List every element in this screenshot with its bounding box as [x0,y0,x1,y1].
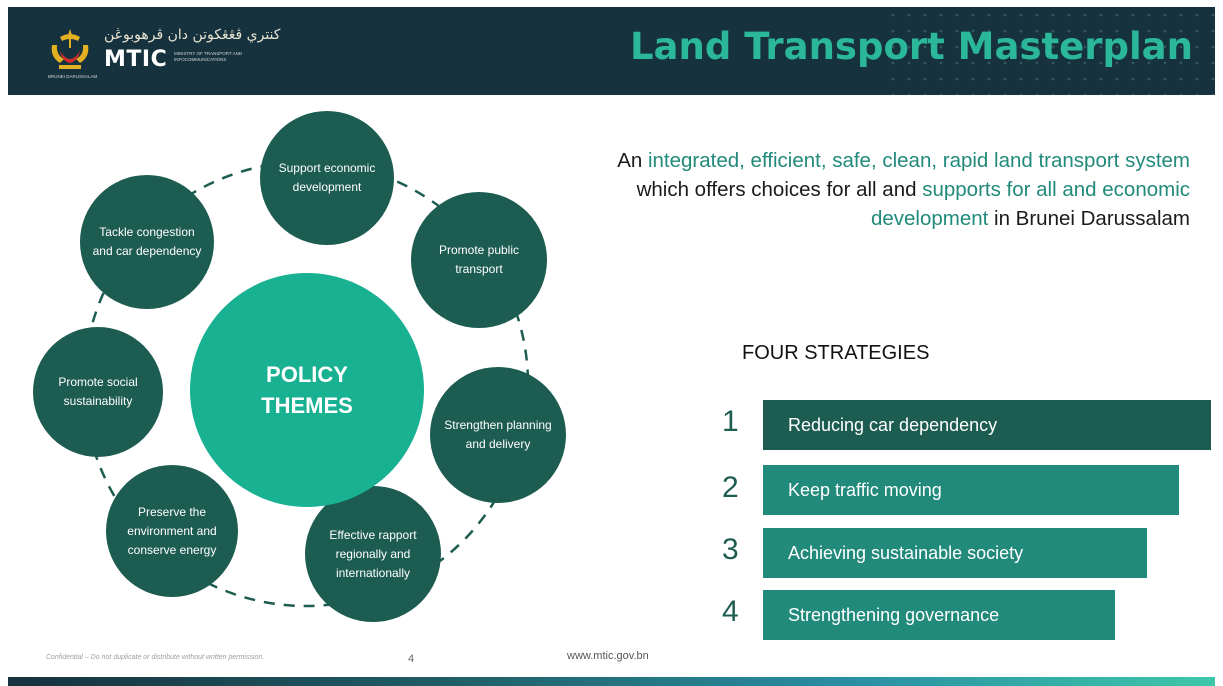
header-dot-pattern [885,7,1215,95]
tagline-lead: An [617,149,648,172]
policy-themes-diagram: Support economic development Promote pub… [0,95,620,645]
confidential-note: Confidential – Do not duplicate or distr… [46,654,265,661]
slide-title: Land Transport Masterplan [629,25,1193,68]
strategies-heading: FOUR STRATEGIES [742,342,930,364]
bottom-gradient-bar [8,677,1215,686]
tagline-highlight-system: integrated, efficient, safe, clean, rapi… [647,149,1190,172]
strategy-bar-3: Achieving sustainable society [763,528,1147,578]
theme-node-effective-rapport: Effective rapport regionally and interna… [305,486,441,622]
logo-subtitle: Ministry of Transport and Infocommunicat… [174,51,243,62]
theme-label: Promote social sustainability [58,375,138,408]
logo-caption: Brunei Darussalam [48,74,98,79]
center-label: POLICY THEMES [261,362,353,418]
theme-label: Effective rapport regionally and interna… [329,527,417,580]
strategy-number-1: 1 [722,405,739,438]
page-number: 4 [408,653,415,665]
theme-label: Promote public transport [438,243,520,276]
strategy-bar-4: Strengthening governance [763,590,1115,640]
tagline-highlight-support: supports for all and economic developmen… [870,178,1190,230]
strategy-label: Keep traffic moving [788,479,942,500]
brunei-crest-icon [51,29,89,69]
theme-label: Support economic development [278,161,376,194]
theme-node-tackle-congestion: Tackle congestion and car dependency [80,175,214,309]
policy-themes-center: POLICY THEMES [190,273,424,507]
strategy-number-3: 3 [722,533,739,566]
tagline-middle: which offers choices for all and [636,178,923,201]
website-link[interactable]: www.mtic.gov.bn [567,650,649,662]
strategy-label: Achieving sustainable society [788,542,1024,563]
strategy-label: Strengthening governance [788,604,1000,625]
theme-node-strengthen-planning: Strengthen planning and delivery [430,367,566,503]
theme-node-preserve-environment: Preserve the environment and conserve en… [106,465,238,597]
theme-node-promote-public-transport: Promote public transport [411,192,547,328]
logo-arabic-text: کنتري ڤڠڠکوتن دان ڤرهوبوڠن [104,27,281,43]
tagline-tail: in Brunei Darussalam [988,207,1190,230]
theme-node-support-economic-development: Support economic development [260,111,394,245]
theme-label: Preserve the environment and conserve en… [127,504,217,557]
strategy-bar-1: Reducing car dependency [763,400,1211,450]
logo-acronym: MTIC [104,47,168,72]
strategy-label: Reducing car dependency [788,414,998,435]
strategy-bar-2: Keep traffic moving [763,465,1179,515]
theme-label: Strengthen planning and delivery [444,418,552,451]
strategy-number-4: 4 [722,595,739,628]
theme-node-promote-social-sustainability: Promote social sustainability [33,327,163,457]
slide-header: کنتري ڤڠڠکوتن دان ڤرهوبوڠن MTIC Ministry… [8,7,1215,95]
strategy-number-2: 2 [722,471,739,504]
vision-statement: An integrated, efficient, safe, clean, r… [612,146,1190,233]
theme-label: Tackle congestion and car dependency [92,225,202,258]
mtic-logo: کنتري ڤڠڠکوتن دان ڤرهوبوڠن MTIC Ministry… [48,25,280,81]
